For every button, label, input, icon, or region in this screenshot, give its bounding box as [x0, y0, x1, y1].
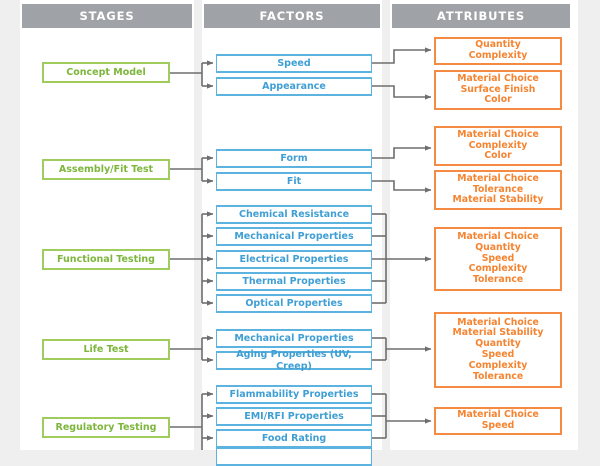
- attribute-line: Speed: [481, 252, 515, 264]
- attribute-line: Tolerance: [472, 183, 524, 195]
- attribute-line: Quantity: [475, 338, 521, 350]
- factor-box[interactable]: Thermal Properties: [216, 272, 372, 291]
- factor-box[interactable]: Electrical Properties: [216, 250, 372, 269]
- connector-wires: [170, 47, 432, 450]
- factor-box[interactable]: Flammability Properties: [216, 385, 372, 404]
- stage-box[interactable]: Regulatory Testing: [42, 417, 170, 438]
- factor-box[interactable]: Optical Properties: [216, 294, 372, 313]
- factor-box[interactable]: Food Rating: [216, 429, 372, 448]
- attribute-box[interactable]: Material Choice Surface Finish Color: [434, 70, 562, 110]
- factor-box[interactable]: Aging Properties (UV, Creep): [216, 349, 372, 372]
- attribute-line: Material Choice: [457, 409, 539, 421]
- attribute-box[interactable]: Material Choice Material Stability Quant…: [434, 312, 562, 388]
- factor-box[interactable]: Fit: [216, 172, 372, 191]
- attribute-line: Tolerance: [472, 370, 524, 382]
- attribute-box[interactable]: Material Choice Speed: [434, 407, 562, 435]
- attribute-box[interactable]: Material Choice Quantity Speed Complexit…: [434, 227, 562, 291]
- stage-box[interactable]: Functional Testing: [42, 249, 170, 270]
- attribute-line: Material Stability: [452, 194, 544, 206]
- attribute-line: Quantity: [475, 241, 521, 253]
- attribute-line: Material Choice: [457, 72, 539, 84]
- attribute-line: Complexity: [468, 139, 528, 151]
- stage-box[interactable]: Assembly/Fit Test: [42, 159, 170, 180]
- column-header-attributes: ATTRIBUTES: [392, 4, 570, 28]
- attribute-line: Surface Finish: [460, 83, 536, 95]
- diagram-canvas: STAGES FACTORS ATTRIBUTES Concept Model …: [20, 0, 578, 466]
- attribute-line: Material Choice: [457, 316, 539, 328]
- attribute-line: Complexity: [468, 50, 528, 61]
- attribute-line: Material Stability: [452, 327, 544, 339]
- factor-box[interactable]: Mechanical Properties: [216, 329, 372, 348]
- factor-box[interactable]: Mechanical Properties: [216, 227, 372, 246]
- attribute-line: Material Choice: [457, 231, 539, 243]
- factors-column-panel: [202, 0, 382, 450]
- attribute-box[interactable]: Quantity Complexity: [434, 37, 562, 65]
- attribute-line: Speed: [481, 349, 515, 360]
- factor-box[interactable]: Speed: [216, 54, 372, 73]
- stage-box[interactable]: Concept Model: [42, 62, 170, 83]
- attribute-line: Color: [484, 94, 512, 106]
- attribute-box[interactable]: Material Choice Complexity Color: [434, 126, 562, 166]
- column-header-factors: FACTORS: [204, 4, 380, 28]
- attribute-line: Complexity: [468, 263, 528, 275]
- attribute-line: Quantity: [475, 39, 521, 51]
- attribute-box[interactable]: Material Choice Tolerance Material Stabi…: [434, 170, 562, 210]
- attribute-line: Color: [484, 150, 512, 162]
- attribute-line: Complexity: [468, 359, 528, 371]
- attribute-line: Material Choice: [457, 172, 539, 184]
- factor-box[interactable]: EMI/RFI Properties: [216, 407, 372, 426]
- column-header-stages: STAGES: [22, 4, 192, 28]
- attribute-line: Speed: [481, 420, 515, 431]
- factor-box[interactable]: Chemical Resistance: [216, 205, 372, 224]
- stage-box[interactable]: Life Test: [42, 339, 170, 360]
- attribute-line: Tolerance: [472, 274, 524, 286]
- factor-box[interactable]: Form: [216, 149, 372, 168]
- factor-box[interactable]: Appearance: [216, 77, 372, 96]
- attribute-line: Material Choice: [457, 128, 539, 140]
